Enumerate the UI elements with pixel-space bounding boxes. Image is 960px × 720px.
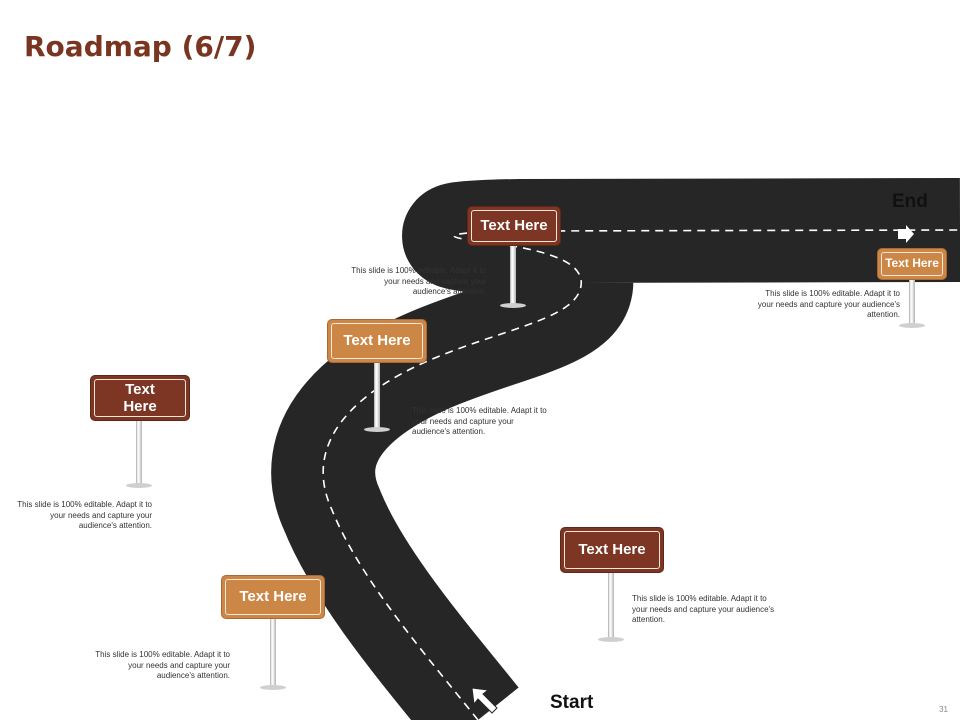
sign-base [899, 323, 925, 328]
sign-1: Text Here [222, 576, 324, 618]
sign-6-description: This slide is 100% editable. Adapt it to… [757, 289, 900, 319]
sign-base [126, 483, 152, 488]
page-number: 31 [939, 705, 948, 714]
sign-1-text: Text Here [239, 588, 307, 606]
sign-6: Text Here [878, 249, 946, 279]
start-label: Start [550, 692, 594, 713]
end-label: End [892, 191, 928, 212]
sign-6-text: Text Here [885, 256, 939, 271]
sign-3: Text Here [328, 320, 426, 362]
sign-3-description: This slide is 100% editable. Adapt it to… [412, 406, 547, 436]
sign-4-text: Text Here [480, 217, 548, 235]
slide-title: Roadmap (6/7) [24, 30, 257, 63]
sign-base [598, 637, 624, 642]
sign-4-description: This slide is 100% editable. Adapt it to… [351, 266, 486, 296]
sign-2-text: Text Here [123, 380, 157, 415]
end-arrow-icon [898, 225, 914, 243]
sign-2: Text Here [91, 376, 189, 420]
sign-base [260, 685, 286, 690]
start-arrow-icon [471, 687, 498, 714]
sign-pole [374, 360, 380, 430]
sign-3-text: Text Here [343, 332, 411, 350]
sign-pole [909, 278, 915, 326]
sign-2-description: This slide is 100% editable. Adapt it to… [17, 500, 152, 530]
sign-pole [608, 572, 614, 640]
sign-base [364, 427, 390, 432]
sign-pole [510, 244, 516, 306]
sign-1-description: This slide is 100% editable. Adapt it to… [95, 650, 230, 680]
sign-5-text: Text Here [578, 541, 646, 559]
sign-pole [270, 616, 276, 688]
sign-pole [136, 418, 142, 486]
sign-4: Text Here [468, 207, 560, 245]
sign-base [500, 303, 526, 308]
sign-5-description: This slide is 100% editable. Adapt it to… [632, 594, 775, 624]
sign-5: Text Here [561, 528, 663, 572]
